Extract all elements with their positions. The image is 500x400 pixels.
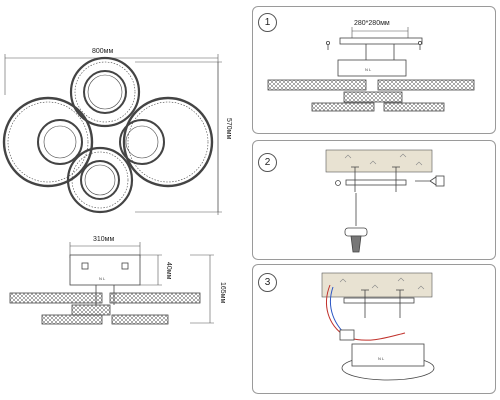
step-2-panel — [252, 140, 496, 260]
step-2-number: 2 — [258, 153, 277, 172]
top-view-height-dimension — [135, 61, 222, 213]
side-view-crystal-rings — [9, 292, 201, 325]
step-1-dimension-label: 280*280мм — [354, 20, 390, 27]
side-view-canopy: N L — [69, 254, 141, 286]
ring-right — [119, 96, 214, 188]
svg-text:N L: N L — [99, 276, 106, 281]
top-view-height-label: 570мм — [225, 118, 232, 140]
ring-bottom — [66, 146, 134, 214]
step-1-number: 1 — [258, 13, 277, 32]
step-3-number: 3 — [258, 273, 277, 292]
side-view-total-height-label: 165мм — [219, 282, 226, 304]
side-view-base-width-label: 310мм — [93, 236, 115, 243]
top-view-width-label: 800мм — [92, 48, 114, 55]
step-3-panel — [252, 264, 496, 394]
ring-top — [69, 56, 141, 128]
side-view-base-height-label: 40мм — [165, 262, 172, 280]
ring-left — [2, 96, 94, 188]
top-view-width-dimension — [4, 54, 219, 215]
